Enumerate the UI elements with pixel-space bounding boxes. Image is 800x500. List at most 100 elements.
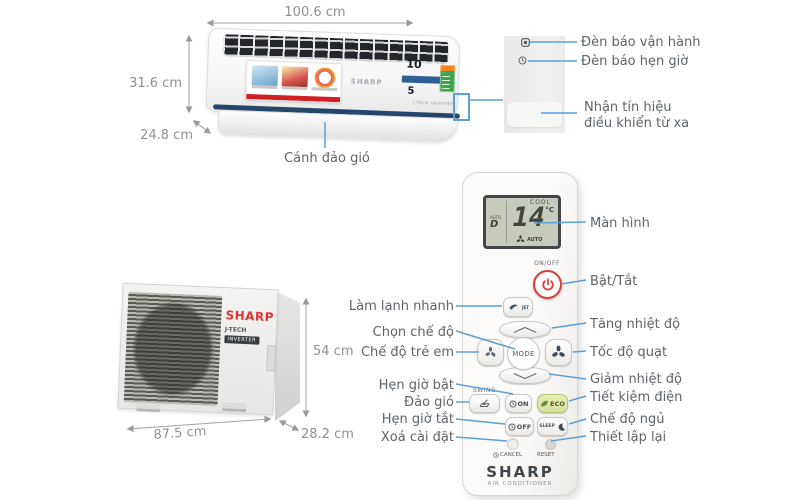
swing-label: SWING [473,387,497,394]
lcd-temp-unit: °C [545,206,554,214]
timer-light-icon [518,56,527,65]
label-timer-on: Hẹn giờ bật [378,378,454,393]
lcd-d-indicator: D [490,219,499,230]
outdoor-leg [222,402,247,413]
indoor-jtech-label: J-TECH INVERTER [412,99,455,107]
outdoor-grille [123,291,223,406]
power-icon [541,277,554,290]
outdoor-jtech-label: J-TECH [224,326,247,335]
signal-receiver-label: Nhận tín hiệu điều khiển từ xa [584,100,690,131]
chevron-up-icon [513,326,537,333]
label-swing: Đảo gió [404,395,454,410]
energy-ticks [441,72,451,90]
timer-on-button: ON [505,394,532,413]
jet-icon [509,304,518,310]
temp-up-button [499,321,551,338]
temp-down-button [499,367,551,384]
label-power: Bật/Tắt [590,274,638,289]
sticker-image-cooling [251,65,279,87]
power-button [533,270,562,299]
clock-icon [509,400,516,407]
outdoor-inverter-badge: INVERTER [224,335,260,345]
remote-control: COOL 14 °C AUTO D AUTO ON/OFF [462,172,578,496]
timer-light-label: Đèn báo hẹn giờ [581,54,689,69]
fan-icon [552,345,565,357]
indoor-height-dimension: 31.6 cm [129,76,182,91]
lcd-auto-small: AUTO [490,215,502,220]
label-display: Màn hình [590,216,650,231]
timer-off-label: OFF [516,422,532,431]
label-reset: Thiết lập lại [590,430,667,445]
reset-button [545,439,556,450]
eco-button-label: ECO [550,399,565,408]
indoor-width-dimension: 100.6 cm [284,5,346,20]
label-temp-up: Tăng nhiệt độ [590,317,681,332]
sleep-button: SLEEP [537,417,568,436]
sticker-image-fresh [281,66,309,88]
feature-sticker [245,59,343,104]
outdoor-unit: SHARP J-TECH INVERTER [117,282,279,416]
label-temp-down: Giảm nhiệt độ [590,372,682,387]
indoor-brand-logo: SHARP [350,77,383,87]
label-fan-speed: Tốc độ quạt [590,345,668,360]
child-fan-icon [485,346,496,357]
label-fast-cooling: Làm lạnh nhanh [348,299,454,314]
moon-icon [558,423,565,431]
lcd-mode-indicator: COOL [530,199,551,206]
clock-icon [508,423,516,430]
child-mode-button [477,339,504,366]
remote-brand-sub: AIR CONDITIONER [487,481,553,487]
swing-icon [479,399,490,407]
reset-button-label: RESET [537,452,555,458]
eco-button: ECO [537,394,568,413]
lcd-fan-auto: AUTO [527,236,543,243]
outdoor-valve-cover [266,345,277,372]
clock-icon [493,452,499,458]
outdoor-brand-logo: SHARP [225,308,275,325]
warranty-5-badge: 5 [407,85,415,97]
label-sleep-mode: Chế độ ngủ [590,412,665,427]
label-mode-select: Chọn chế độ [372,325,454,340]
outdoor-leg [136,402,161,413]
chevron-down-icon [513,372,537,379]
power-button-label: ON/OFF [534,260,560,267]
sticker-image-filter [311,67,339,89]
mode-button-label: MODE [512,349,535,358]
lcd-display: COOL 14 °C AUTO D AUTO [483,195,561,249]
deflector-label: Cánh đảo gió [284,151,370,166]
lcd-divider [506,201,507,243]
jet-button: JET [503,297,533,317]
sticker-red-stripe [246,93,341,103]
sleep-button-label: SLEEP [539,424,555,429]
indoor-depth-dimension: 24.8 cm [140,128,193,143]
sticker-caption [281,86,308,91]
sticker-caption [251,85,278,90]
leaf-icon [541,400,548,407]
label-energy-saving: Tiết kiệm điện [590,390,683,405]
signal-receiver-window [507,102,562,127]
operation-light-icon [521,38,530,47]
warranty-10-badge: 10 [406,57,422,72]
mode-button: MODE [507,337,540,370]
sticker-caption [311,87,338,92]
timer-on-label: ON [517,399,529,408]
outdoor-height-dimension: 54 cm [313,344,354,359]
receiver-panel-detail [504,36,565,133]
timer-off-button: OFF [505,417,534,436]
swing-button [469,394,500,413]
outdoor-unit-side [275,291,300,421]
lcd-fan-icon [516,235,525,243]
cancel-button-label: CANCEL [500,452,523,458]
cancel-button [507,438,519,450]
label-timer-off: Hẹn giờ tắt [381,412,454,427]
fan-speed-button [545,339,572,366]
outdoor-depth-dimension: 28.2 cm [301,427,354,442]
operation-light-label: Đèn báo vận hành [581,35,701,50]
jet-button-label: JET [522,304,529,310]
label-child-mode: Chế độ trẻ em [360,345,454,360]
energy-rating-label [439,64,456,93]
remote-brand-logo: SHARP [486,463,554,481]
lcd-temperature: 14 [512,202,545,233]
outdoor-width-dimension: 87.5 cm [153,424,207,443]
